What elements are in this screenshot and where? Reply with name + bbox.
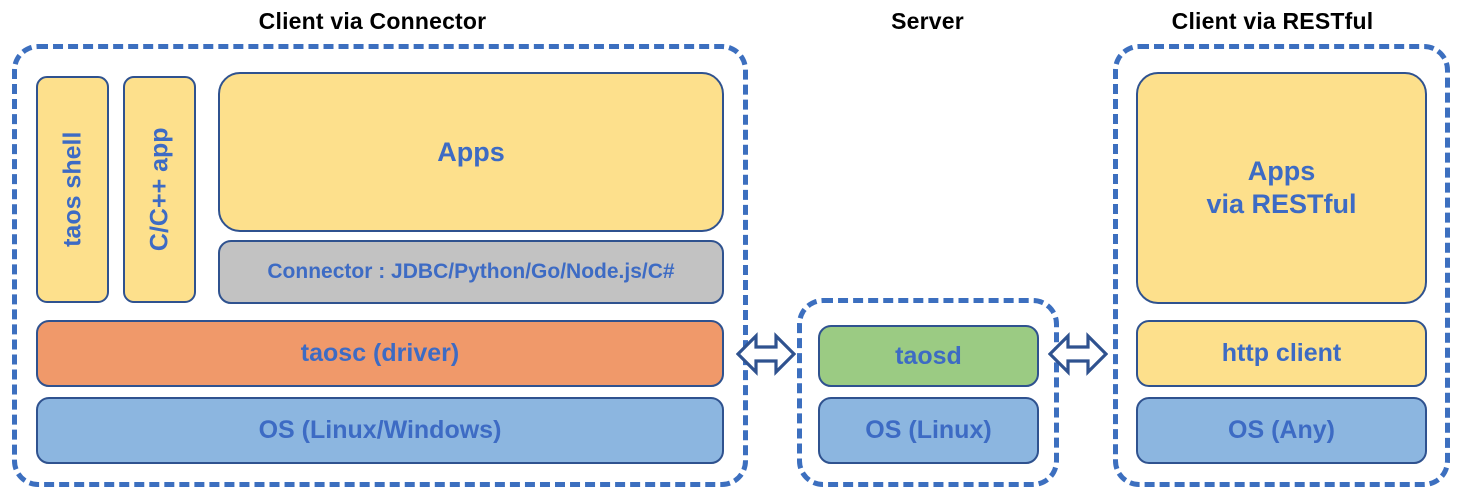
node-taos-shell[interactable]: taos shell xyxy=(36,76,109,303)
panel-title-server: Server xyxy=(891,8,964,34)
node-apps-connector[interactable]: Apps xyxy=(218,72,724,232)
node-os-any-label: OS (Any) xyxy=(1228,416,1335,445)
node-connector-list-label: Connector : JDBC/Python/Go/Node.js/C# xyxy=(267,260,675,284)
node-c-cpp-app[interactable]: C/C++ app xyxy=(123,76,196,303)
node-apps-connector-label: Apps xyxy=(437,136,505,167)
node-http-client[interactable]: http client xyxy=(1136,320,1427,387)
panel-title-client-restful: Client via RESTful xyxy=(1171,8,1374,34)
node-http-client-label: http client xyxy=(1221,339,1342,368)
group-server xyxy=(797,298,1059,487)
node-apps-restful-label-line1: Apps xyxy=(1247,156,1316,187)
panel-title-client-connector: Client via Connector xyxy=(258,8,487,34)
node-apps-restful[interactable]: Apps via RESTful xyxy=(1136,72,1427,304)
node-taosc-driver-label: taosc (driver) xyxy=(300,339,460,368)
group-client-via-restful xyxy=(1113,44,1450,487)
node-os-linux-windows-label: OS (Linux/Windows) xyxy=(258,416,502,445)
node-os-linux-label: OS (Linux) xyxy=(865,416,992,445)
node-taosc-driver[interactable]: taosc (driver) xyxy=(36,320,724,387)
node-taosd-label: taosd xyxy=(895,341,962,370)
arrow-server-to-restful xyxy=(1048,325,1108,383)
node-os-linux[interactable]: OS (Linux) xyxy=(818,397,1039,464)
group-client-via-connector xyxy=(12,44,748,487)
node-c-cpp-app-label: C/C++ app xyxy=(145,127,174,252)
node-apps-restful-label-line2: via RESTful xyxy=(1206,189,1357,219)
node-os-any[interactable]: OS (Any) xyxy=(1136,397,1427,464)
node-os-linux-windows[interactable]: OS (Linux/Windows) xyxy=(36,397,724,464)
node-taos-shell-label: taos shell xyxy=(58,131,87,248)
node-taosd[interactable]: taosd xyxy=(818,325,1039,387)
node-connector-list[interactable]: Connector : JDBC/Python/Go/Node.js/C# xyxy=(218,240,724,304)
arrow-connector-to-server xyxy=(736,325,796,383)
